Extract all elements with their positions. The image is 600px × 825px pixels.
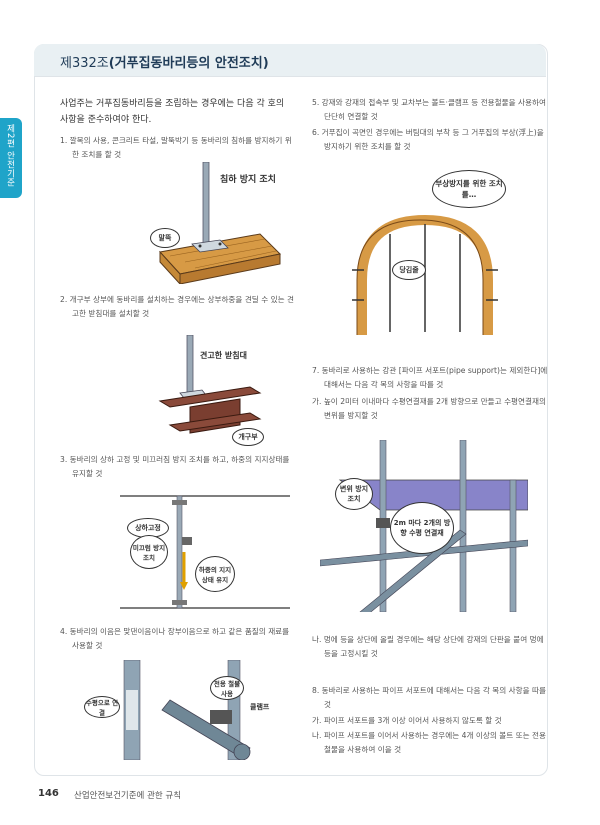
item-3-text: 3. 동바리의 상하 고정 및 미끄러짐 방지 조치를 하고, 하중의 지지상태…: [60, 455, 290, 478]
item-7: 7. 동바리로 사용하는 강관 [파이프 서포트(pipe support)는 …: [312, 364, 548, 392]
fig2-label-support: 견고한 받침대: [200, 351, 247, 360]
item-8-ga-text: 가. 파이프 서포트를 3개 이상 이어서 사용하지 않도록 할 것: [312, 716, 502, 725]
book-title: 산업안전보건기준에 관한 규칙: [74, 791, 182, 801]
page-frame: [34, 44, 548, 776]
item-2: 2. 개구부 상부에 동바리를 설치하는 경우에는 상부하중을 견딜 수 있는 …: [60, 293, 296, 321]
figure-vertical-fixing: [120, 495, 290, 609]
item-8-na: 나. 파이프 서포트를 이어서 사용하는 경우에는 4개 이상의 볼트 또는 전…: [312, 729, 548, 757]
item-6: 6. 거푸집이 곡면인 경우에는 버팀대의 부착 등 그 거푸집의 부상(浮上)…: [312, 126, 548, 154]
fig6-label-2m: 2m 마다 2개의 방향 수평 연결재: [390, 502, 454, 554]
article-name: (거푸집동바리등의 안전조치): [108, 56, 269, 71]
item-8-na-text: 나. 파이프 서포트를 이어서 사용하는 경우에는 4개 이상의 볼트 또는 전…: [312, 731, 546, 754]
item-7-ga: 가. 높이 2미터 이내마다 수평연결재를 2개 방향으로 만들고 수평연결재의…: [312, 395, 548, 423]
fig3-label-load: 하중의 지지상태 유지: [195, 556, 235, 592]
fig1-label-stake: 말뚝: [150, 228, 180, 248]
side-tab-label: 제2편 안전기준: [5, 124, 15, 188]
fig3-label-slip: 미끄럼 방지 조치: [130, 535, 168, 569]
fig4-label-joint: 수평으로 연결: [84, 696, 120, 718]
item-7-na: 나. 멍에 등을 상단에 올릴 경우에는 해당 상단에 강재의 단판을 붙여 멍…: [312, 633, 548, 661]
title-bar: [34, 44, 546, 77]
item-8: 8. 동바리로 사용하는 파이프 서포트에 대해서는 다음 각 목의 사항을 따…: [312, 684, 548, 712]
figure-sink-prevention: [159, 162, 282, 284]
figure-opening-support: [158, 335, 262, 434]
item-8-ga: 가. 파이프 서포트를 3개 이상 이어서 사용하지 않도록 할 것: [312, 714, 548, 728]
item-4: 4. 동바리의 이음은 맞댄이음이나 장부이음으로 하고 같은 품질의 재료를 …: [60, 625, 296, 653]
item-8-text: 8. 동바리로 사용하는 파이프 서포트에 대해서는 다음 각 목의 사항을 따…: [312, 686, 546, 709]
item-2-text: 2. 개구부 상부에 동바리를 설치하는 경우에는 상부하중을 견딜 수 있는 …: [60, 295, 294, 318]
fig2-label-opening: 개구부: [232, 428, 264, 446]
side-tab[interactable]: 제2편 안전기준: [0, 118, 22, 198]
fig4-label-dedicated: 전용 철물 사용: [210, 676, 244, 700]
page-number: 146: [38, 788, 59, 799]
fig1-label-sink: 침하 방지 조치: [220, 175, 276, 185]
item-1-text: 1. 깔목의 사용, 콘크리트 타설, 말뚝박기 등 동바리의 침하를 방지하기…: [60, 136, 292, 159]
intro-text: 사업주는 거푸집동바리등을 조립하는 경우에는 다음 각 호의 사항을 준수하여…: [60, 99, 285, 125]
item-7-text: 7. 동바리로 사용하는 강관 [파이프 서포트(pipe support)는 …: [312, 366, 548, 389]
article-title: 제332조(거푸집동바리등의 안전조치): [60, 52, 269, 71]
fig4-label-clamp: 클램프: [250, 703, 270, 711]
figure-curved-form: [352, 214, 498, 335]
item-4-text: 4. 동바리의 이음은 맞댄이음이나 장부이음으로 하고 같은 품질의 재료를 …: [60, 627, 290, 650]
item-1: 1. 깔목의 사용, 콘크리트 타설, 말뚝박기 등 동바리의 침하를 방지하기…: [60, 134, 296, 162]
fig6-label-disp: 변위 방지 조치: [335, 478, 373, 510]
item-7-ga-text: 가. 높이 2미터 이내마다 수평연결재를 2개 방향으로 만들고 수평연결재의…: [312, 397, 546, 420]
item-5: 5. 강재와 강재의 접속부 및 교차부는 볼트·클램프 등 전용철물을 사용하…: [312, 96, 548, 124]
item-7-na-text: 나. 멍에 등을 상단에 올릴 경우에는 해당 상단에 강재의 단판을 붙여 멍…: [312, 635, 544, 658]
item-3: 3. 동바리의 상하 고정 및 미끄러짐 방지 조치를 하고, 하중의 지지상태…: [60, 453, 296, 481]
item-6-text: 6. 거푸집이 곡면인 경우에는 버팀대의 부착 등 그 거푸집의 부상(浮上)…: [312, 128, 544, 151]
item-5-text: 5. 강재와 강재의 접속부 및 교차부는 볼트·클램프 등 전용철물을 사용하…: [312, 98, 546, 121]
fig5-label-float: 부상방지를 위한 조치를…: [432, 170, 506, 208]
fig5-label-pull: 당김줄: [392, 260, 426, 280]
article-number: 제332조: [60, 56, 109, 71]
